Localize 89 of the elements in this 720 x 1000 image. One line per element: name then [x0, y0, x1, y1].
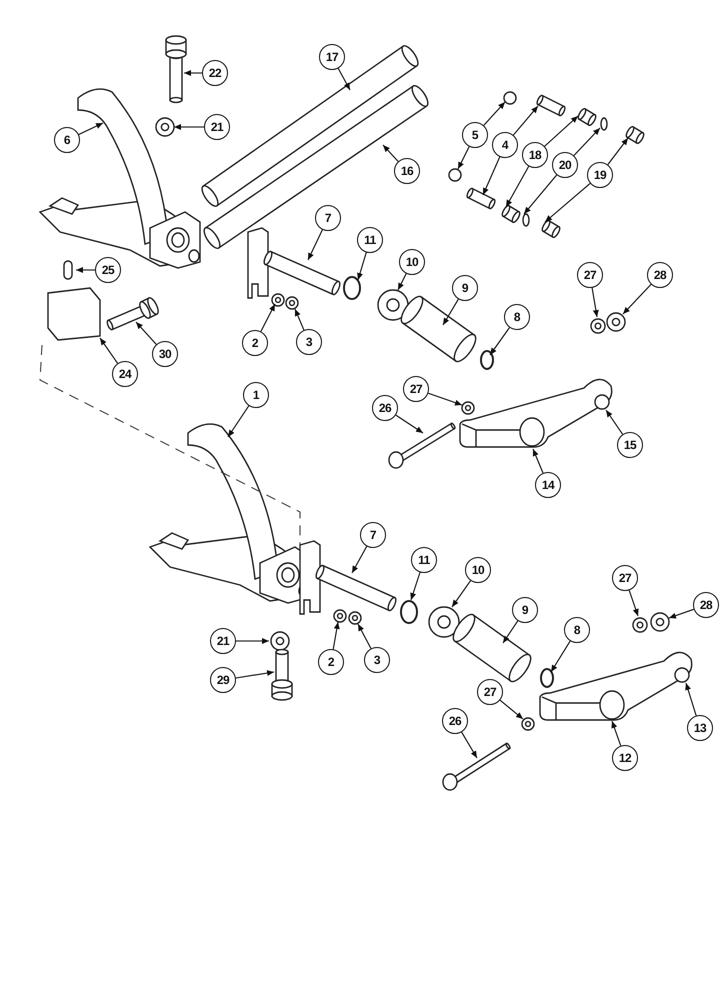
leader-line — [483, 102, 506, 126]
callout-number: 8 — [564, 617, 590, 643]
leader-line — [500, 700, 524, 720]
leader-line — [228, 406, 250, 438]
leader-line — [592, 288, 599, 318]
callout-number: 11 — [411, 547, 437, 573]
callout-number: 5 — [462, 122, 488, 148]
leader-line — [136, 322, 157, 345]
leader-line — [396, 414, 424, 434]
leader-line — [260, 304, 276, 332]
callout-number: 20 — [552, 152, 578, 178]
callout-number: 2 — [242, 330, 268, 356]
leader-line — [308, 230, 323, 260]
leader-line — [512, 106, 538, 136]
callout-number: 9 — [512, 597, 538, 623]
leader-line — [668, 608, 694, 619]
leader-line — [382, 144, 399, 162]
callout-number: 21 — [204, 114, 230, 140]
leader-line — [332, 622, 340, 650]
leader-line — [428, 392, 462, 406]
callout-number: 27 — [612, 565, 638, 591]
leader-line — [606, 410, 624, 435]
leader-line — [352, 546, 368, 574]
leader-line — [482, 156, 500, 196]
callout-number: 19 — [587, 162, 613, 188]
leader-line — [544, 116, 578, 147]
leader-line — [184, 70, 202, 76]
leader-line — [236, 670, 274, 679]
leader-line — [452, 580, 471, 608]
leader-line — [574, 128, 600, 156]
callout-number: 29 — [210, 667, 236, 693]
callout-number: 28 — [647, 262, 673, 288]
leader-line — [502, 620, 518, 644]
leader-line — [544, 183, 590, 222]
callout-number: 11 — [357, 227, 383, 253]
leader-line — [461, 732, 478, 758]
callout-number: 22 — [202, 60, 228, 86]
callout-number: 27 — [477, 679, 503, 705]
leader-line — [506, 166, 530, 208]
leader-line — [490, 327, 510, 356]
callout-number: 3 — [364, 647, 390, 673]
leader-line — [442, 298, 459, 326]
leader-line — [236, 638, 269, 644]
leader-line — [458, 146, 470, 170]
callout-number: 25 — [95, 257, 121, 283]
callout-number: 8 — [504, 304, 530, 330]
leader-line — [628, 590, 639, 616]
leader-line — [611, 720, 622, 746]
leader-line — [685, 682, 697, 716]
leader-line — [358, 624, 372, 649]
leader-line — [294, 308, 304, 330]
callout-number: 7 — [360, 522, 386, 548]
callout-number: 12 — [612, 745, 638, 771]
callout-number: 24 — [112, 361, 138, 387]
leader-line — [357, 252, 367, 280]
leader-line — [100, 338, 118, 364]
leader-line — [76, 267, 95, 273]
leader-line — [410, 572, 420, 600]
leader-line — [550, 640, 571, 672]
callout-number: 26 — [372, 395, 398, 421]
callout-number: 7 — [315, 205, 341, 231]
callout-number: 2 — [318, 649, 344, 675]
leader-line — [174, 124, 204, 130]
callout-number: 16 — [394, 158, 420, 184]
callout-number: 30 — [152, 341, 178, 367]
callout-number: 13 — [687, 715, 713, 741]
callout-number: 6 — [54, 127, 80, 153]
callout-number: 17 — [319, 44, 345, 70]
leader-line — [607, 138, 628, 165]
callout-number: 4 — [492, 132, 518, 158]
leader-line — [622, 284, 652, 314]
callout-number: 21 — [210, 628, 236, 654]
leader-line — [78, 122, 104, 135]
callout-number: 3 — [296, 329, 322, 355]
callout-number: 15 — [617, 432, 643, 458]
callout-number: 27 — [577, 262, 603, 288]
callout-number: 14 — [535, 472, 561, 498]
callout-number: 9 — [452, 275, 478, 301]
callout-number: 18 — [522, 142, 548, 168]
leader-line — [338, 68, 350, 90]
callout-number: 10 — [465, 557, 491, 583]
callout-number: 28 — [693, 592, 719, 618]
callout-number: 27 — [403, 376, 429, 402]
leader-line — [532, 448, 544, 474]
callout-number: 26 — [442, 708, 468, 734]
callout-number: 1 — [243, 382, 269, 408]
callout-number: 10 — [399, 249, 425, 275]
leader-line — [524, 174, 558, 214]
leader-line — [398, 273, 407, 290]
